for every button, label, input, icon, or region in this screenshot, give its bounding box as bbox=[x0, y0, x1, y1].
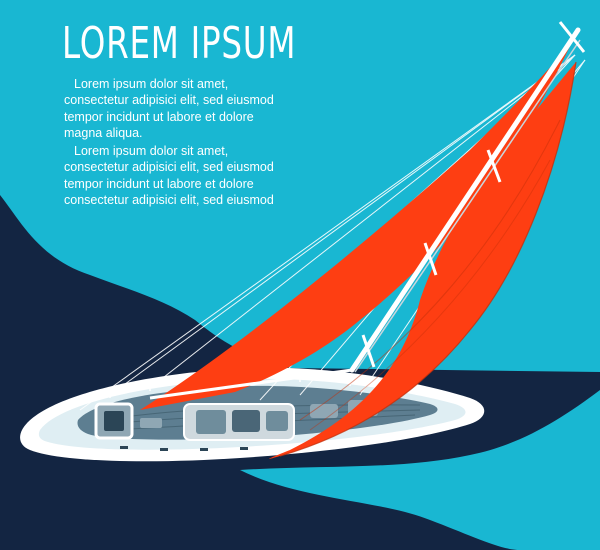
text-line: consectetur adipisici elit, sed eiusmod bbox=[64, 160, 274, 175]
text-line: Lorem ipsum dolor sit amet, bbox=[74, 144, 229, 159]
jib-sail bbox=[269, 62, 576, 459]
paragraph: Lorem ipsum dolor sit amet, consectetur … bbox=[64, 143, 364, 208]
paragraph: Lorem ipsum dolor sit amet, consectetur … bbox=[64, 76, 364, 141]
text-line: consectetur adipisici elit, sed eiusmod bbox=[64, 193, 274, 208]
text-line: tempor incidunt ut labore et dolore bbox=[64, 176, 254, 191]
text-line: consectetur adipisici elit, sed eiusmod bbox=[64, 93, 274, 108]
page-title: LOREM IPSUM bbox=[62, 18, 297, 69]
mast bbox=[149, 21, 586, 400]
text-line: tempor incidunt ut labore et dolore bbox=[64, 109, 254, 124]
body-copy: Lorem ipsum dolor sit amet, consectetur … bbox=[64, 76, 364, 208]
sea-curve bbox=[240, 390, 600, 550]
text-line: magna aliqua. bbox=[64, 125, 143, 140]
text-line: Lorem ipsum dolor sit amet, bbox=[74, 77, 229, 91]
